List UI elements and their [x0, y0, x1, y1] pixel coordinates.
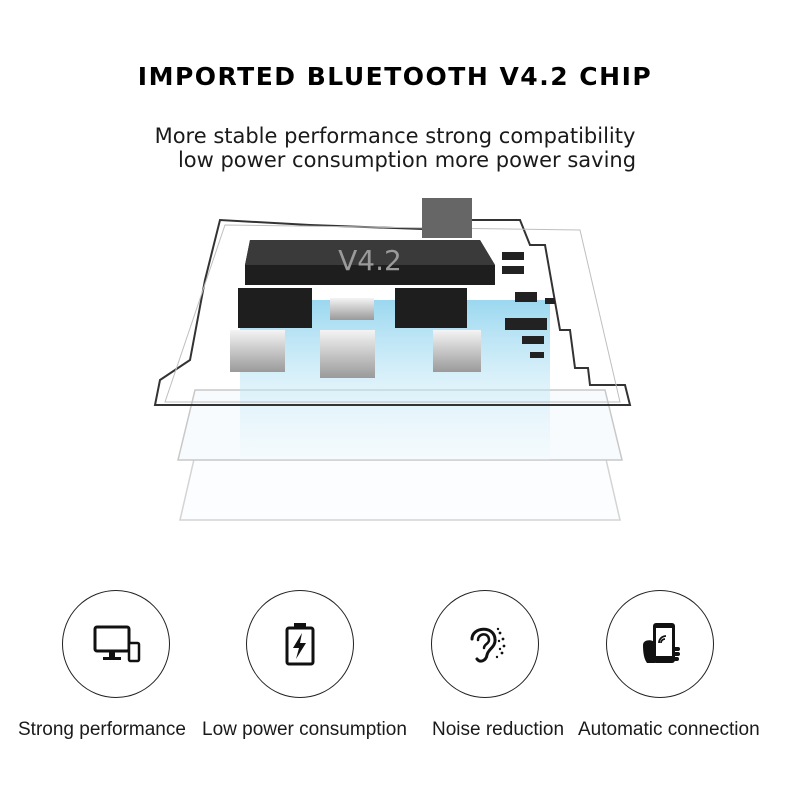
small-part-2 [502, 266, 524, 274]
small-part-5 [522, 336, 544, 344]
chip-label: V4.2 [338, 244, 402, 277]
small-part-3 [515, 292, 537, 302]
circuit-board [153, 218, 632, 406]
feature-circle [246, 590, 354, 698]
feature-circle [62, 590, 170, 698]
main-chip [422, 198, 472, 238]
battery-icon [285, 623, 315, 666]
feature-strong-performance [62, 590, 170, 698]
component-metal-1 [230, 330, 285, 372]
hand-phone-icon [643, 623, 680, 663]
small-part-1 [502, 252, 524, 260]
feature-label-automatic-connection: Automatic connection [578, 719, 760, 740]
chip-illustration: V4.2 [153, 198, 632, 521]
feature-label-noise-reduction: Noise reduction [432, 719, 565, 740]
page-title: IMPORTED BLUETOOTH V4.2 CHIP [137, 62, 653, 91]
component-metal-3 [320, 330, 375, 378]
ear-icon [470, 627, 506, 663]
feature-low-power [246, 590, 354, 698]
feature-automatic-connection [606, 590, 714, 698]
subtitle-line-1: More stable performance strong compatibi… [154, 124, 636, 148]
component-metal-2 [330, 298, 374, 320]
feature-label-low-power: Low power consumption [202, 719, 407, 740]
subtitle-line-2: low power consumption more power saving [177, 148, 637, 172]
component-dark-2 [395, 288, 467, 328]
feature-circle [431, 590, 539, 698]
feature-noise-reduction [431, 590, 539, 698]
feature-label-strong-performance: Strong performance [18, 719, 186, 740]
small-part-7 [545, 298, 555, 304]
component-metal-4 [433, 330, 481, 372]
monitor-phone-icon [93, 625, 141, 663]
glass-layer-bottom [179, 454, 621, 521]
component-dark-1 [238, 288, 312, 328]
small-part-4 [505, 318, 547, 330]
feature-circle [606, 590, 714, 698]
small-part-6 [530, 352, 544, 358]
